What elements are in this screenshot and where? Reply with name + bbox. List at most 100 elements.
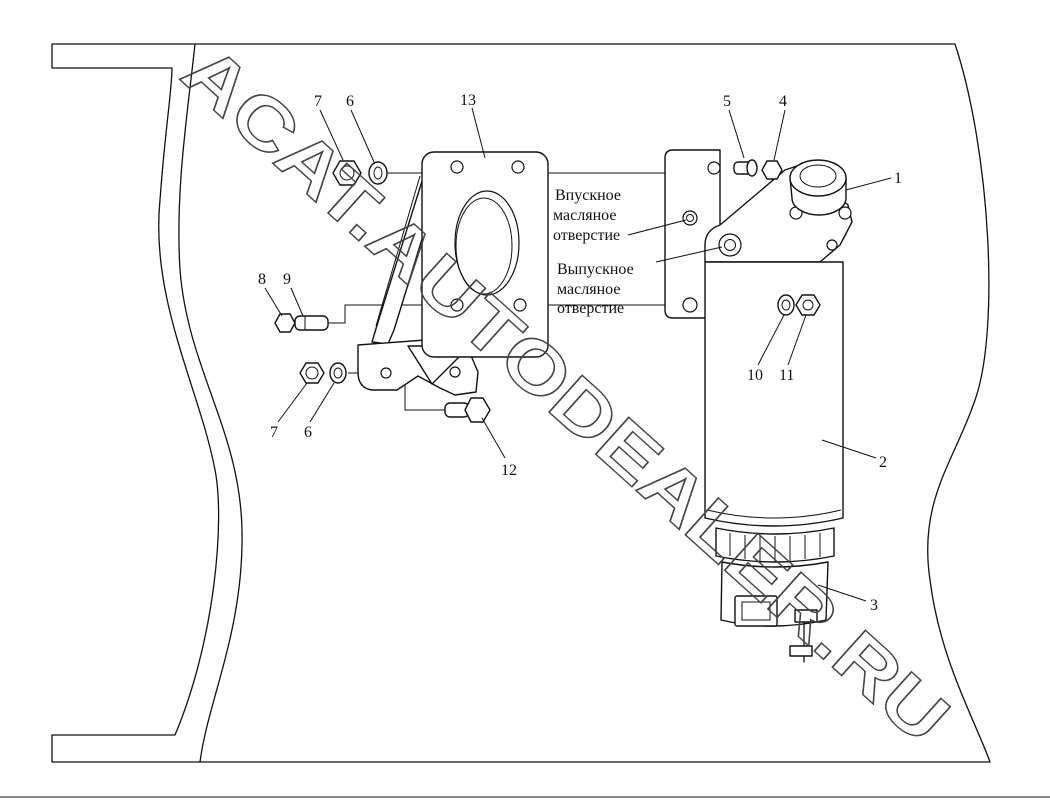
nut-7-upper [332,160,362,186]
outlet-label-line-3: отверстие [557,300,624,317]
leader-1 [845,177,892,191]
frame [0,43,1050,798]
callout-8: 8 [258,271,266,288]
leader-9 [290,287,304,317]
outlet-label-line-1: Выпускное [557,261,634,278]
inlet-label-line-2: масляное [553,207,616,224]
bracket-foot-hole-left [380,367,392,379]
flange-top-hole [707,161,721,175]
filter-cap-inner [799,164,837,188]
drain-nozzle [794,609,818,623]
watermark: ACAT.AUTODEALER.RU [167,30,964,759]
hex-nut [332,160,362,186]
washer-6-upper [368,161,388,185]
leader-5 [728,109,745,159]
nut-bore [305,366,319,380]
washer-6-lower [329,362,347,384]
drain-pipe-end [789,645,813,657]
leader-6-lower [309,382,335,423]
leader-6-upper [350,109,375,163]
bracket-hole-top-left [450,160,464,174]
bracket-hole-top-right [511,160,525,174]
callout-12: 12 [501,462,517,479]
bracket-large-opening [454,190,520,296]
washer-10 [777,294,795,316]
collar-ribs [729,533,821,562]
nut-7-lower [299,362,325,384]
inlet-label-line-1: Впускное [555,187,621,204]
sensor-connector-inner [741,601,771,621]
filter-head-1 [664,149,853,319]
washer-bore [333,367,343,379]
bolt-8 [274,313,296,333]
leader-2 [821,439,877,459]
stud-9 [294,315,329,331]
bolt-washer [746,159,758,177]
washer [329,362,347,384]
bracket-foot-hole-right [449,366,461,378]
leader-7-upper [319,109,344,161]
nut-4 [761,160,783,180]
leader-4 [773,109,786,161]
leader-3 [817,584,867,602]
hex-nut [761,160,783,180]
bolt-12 [444,397,491,423]
frame-outline [51,43,991,763]
bracket-13 [357,151,549,396]
washer [777,294,795,316]
callout-11: 11 [779,367,794,384]
head-screw-lower [826,239,838,251]
leader-outlet [655,246,723,263]
inlet-label-line-3: отверстие [553,227,620,244]
hex-nut [795,294,821,316]
filter-canister [704,261,844,527]
callout-5: 5 [723,93,731,110]
inlet-oil-hole-label: Впускное масляное отверстие [553,187,621,244]
outlet-oil-port-inner [724,239,736,251]
washer-bore [373,166,383,180]
filter-bottom-3 [715,527,835,663]
callout-10: 10 [747,367,763,384]
leader-11 [787,314,807,366]
callout-2: 2 [879,454,887,471]
bolt-5 [733,159,758,177]
callout-labels: 13 7 6 5 4 1 8 9 7 6 10 11 12 2 3 [258,92,902,614]
outlet-label-line-2: масляное [557,281,620,298]
stud-shank [294,315,329,331]
washer [368,161,388,185]
frame-inner-curve [178,43,243,763]
bracket-hole-bottom-left [450,298,464,312]
nut-bore [802,299,814,311]
head-screw-right [838,206,852,220]
leader-12 [481,417,506,459]
leader-10 [757,314,785,366]
filter-body-2 [704,261,844,527]
leader-lines [264,107,892,602]
callout-3: 3 [870,597,878,614]
leader-8 [264,287,283,317]
bolt-head [464,397,491,423]
callout-4: 4 [779,93,787,110]
hex-nut [299,362,325,384]
fasteners [274,159,821,423]
bolt-head [274,313,296,333]
nut-bore [339,165,355,181]
bracket-gusset-edge [375,175,421,327]
outlet-oil-hole-label: Выпускное масляное отверстие [557,261,634,317]
inlet-oil-port-inner [686,214,694,222]
callout-9: 9 [283,271,291,288]
leader-13 [471,107,486,159]
callout-6-lower: 6 [304,424,312,441]
sensor-connector [734,595,778,627]
callout-7-lower: 7 [270,424,278,441]
callout-1: 1 [894,170,902,187]
leader-7-lower [277,382,308,423]
callout-6-upper: 6 [346,93,354,110]
washer-bore [781,299,791,311]
filter-canister-seam [706,509,842,519]
bracket-large-opening-edge [455,197,513,295]
nut-11 [795,294,821,316]
outlet-oil-port [718,233,742,257]
bracket-hole-bottom-right [513,298,527,312]
